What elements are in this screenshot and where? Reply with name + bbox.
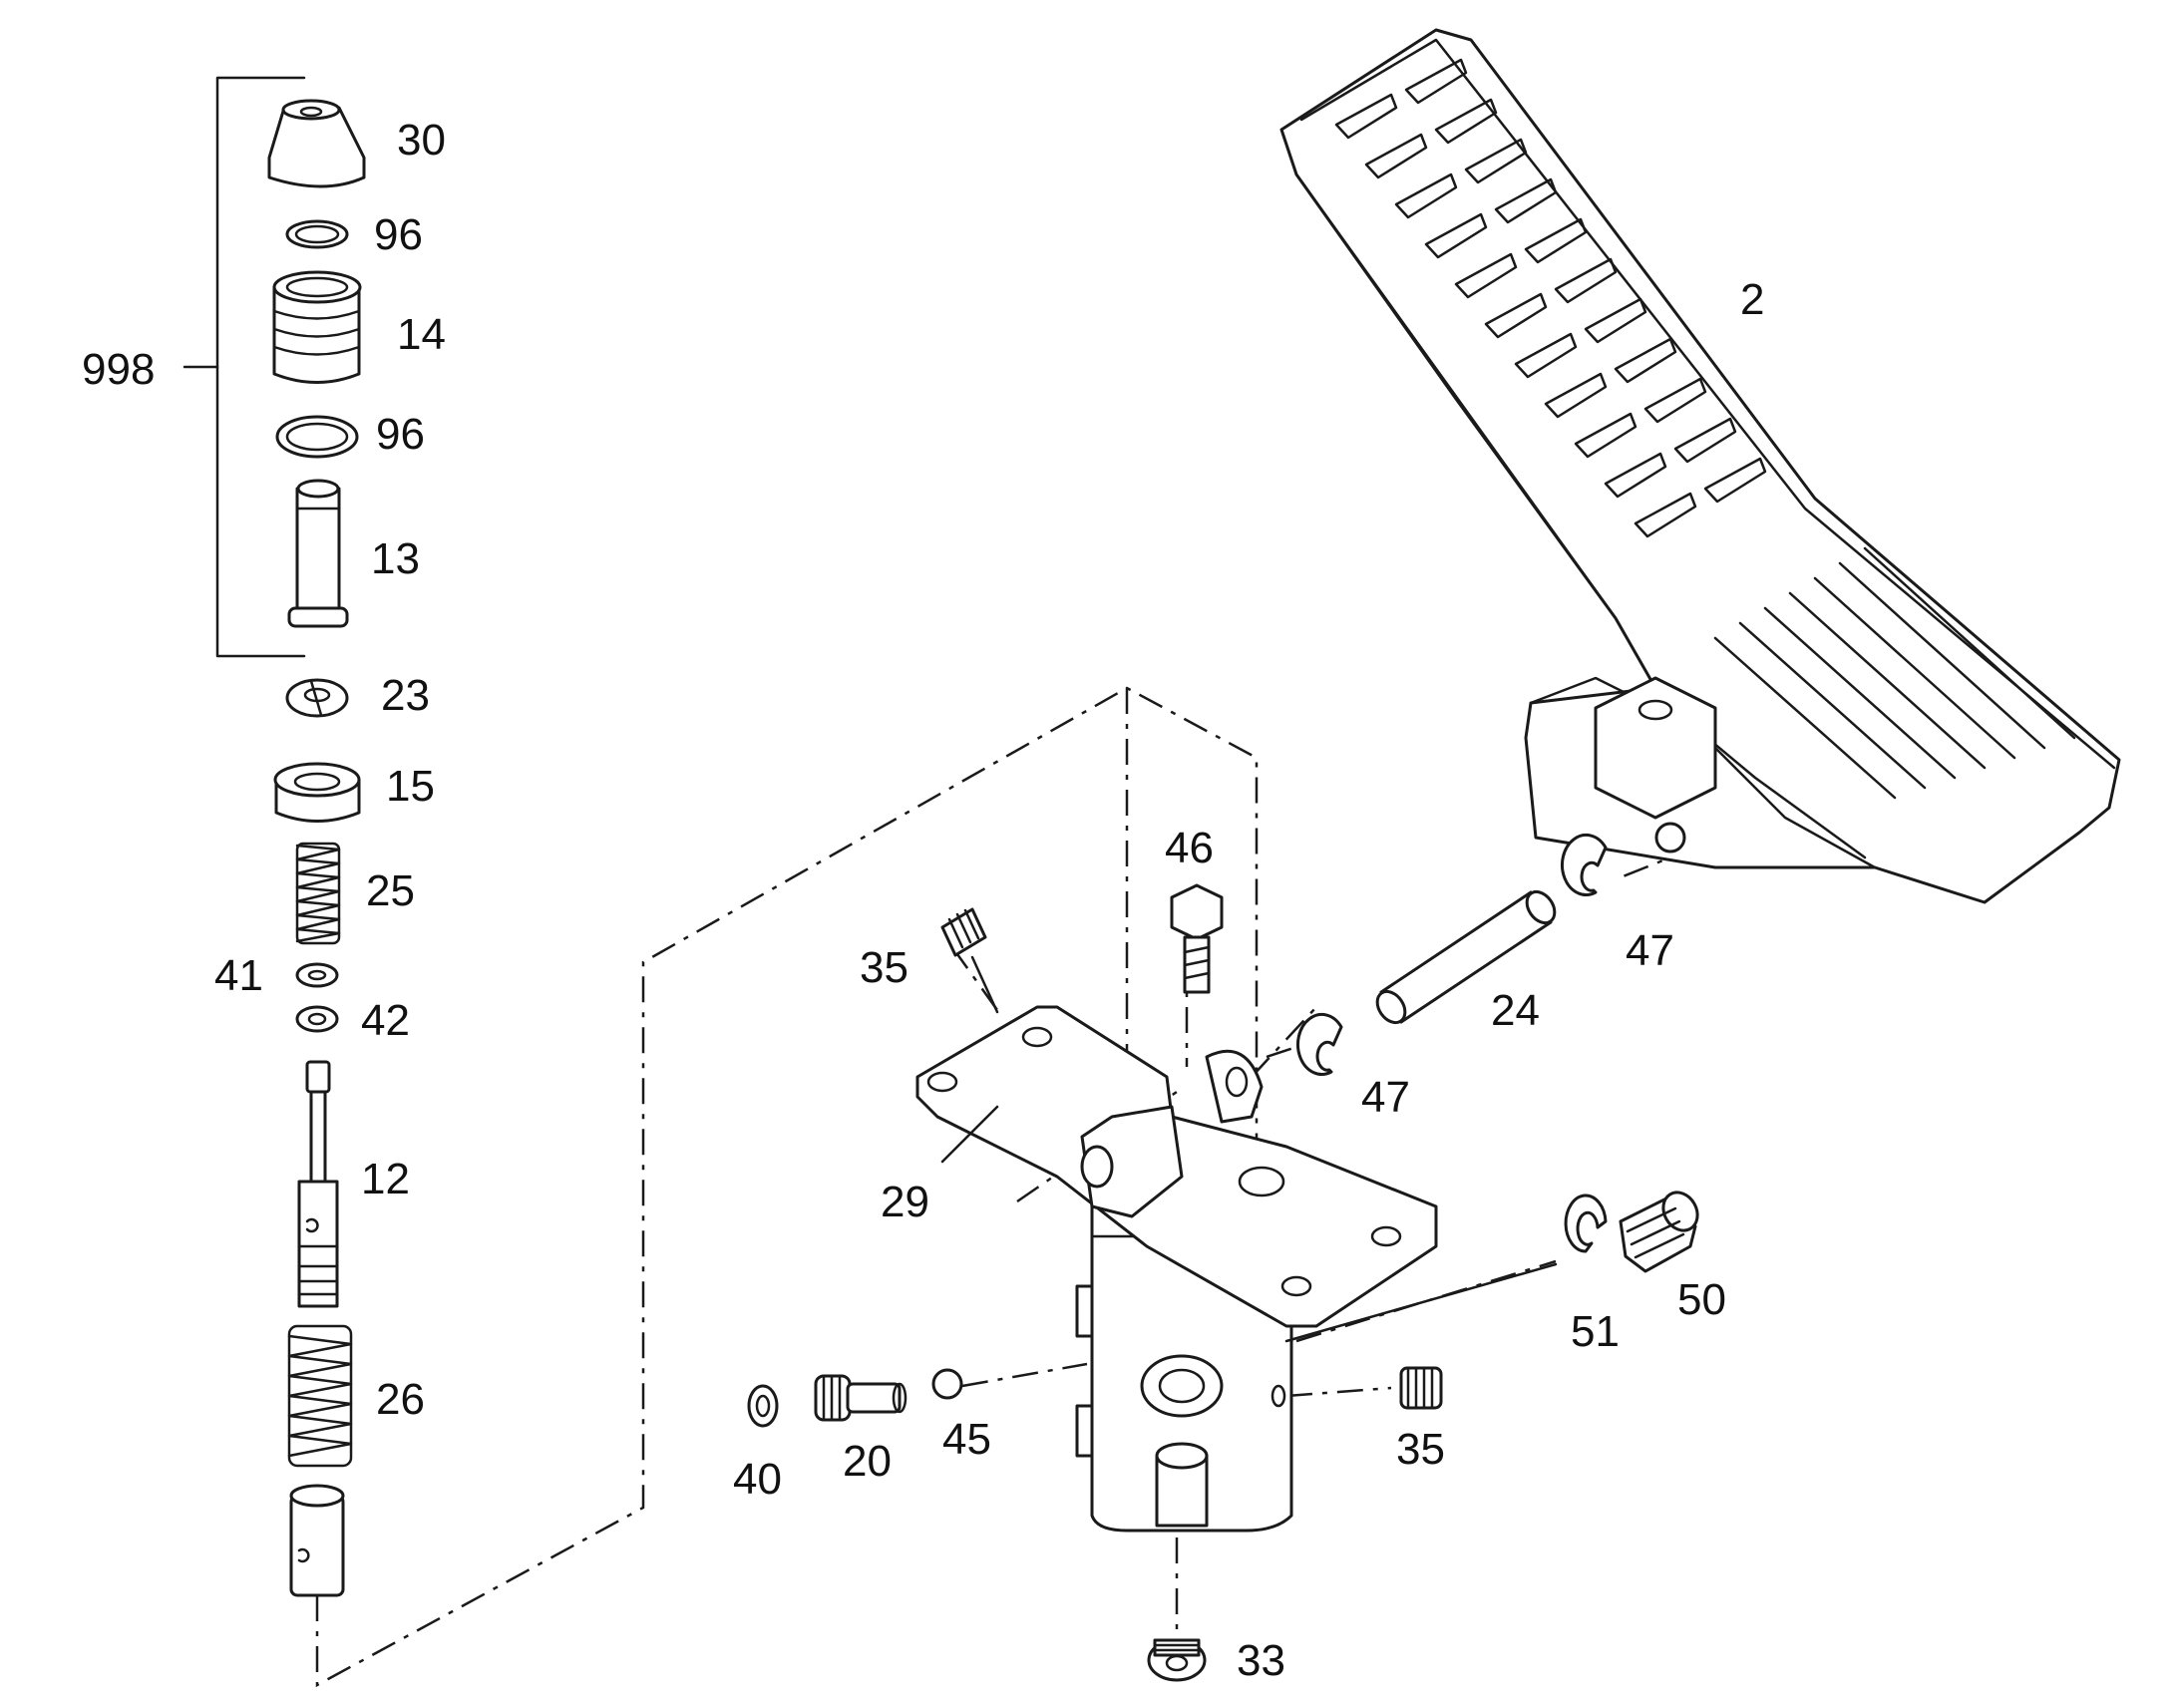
- label-41: 41: [214, 951, 263, 1000]
- label-47-left: 47: [1361, 1073, 1410, 1122]
- part-47-e-clip-left: [1295, 1012, 1343, 1076]
- part-labels: 998 30 96 14 96 13 23 15 25 41 42 12 26 …: [82, 116, 1764, 1685]
- part-12-valve-stem: [297, 1060, 339, 1308]
- part-96-o-ring-lower: [275, 415, 359, 459]
- part-15-spring-seat: [273, 762, 361, 823]
- label-35-right: 35: [1396, 1425, 1445, 1474]
- part-50-plug: [1619, 1191, 1699, 1273]
- part-35-setscrew-upper: [940, 907, 987, 957]
- label-20: 20: [843, 1437, 892, 1486]
- label-46: 46: [1165, 824, 1214, 872]
- part-40-washer: [747, 1384, 779, 1428]
- part-30-cap: [267, 99, 366, 188]
- label-26: 26: [376, 1375, 425, 1424]
- label-42: 42: [361, 996, 410, 1045]
- label-12: 12: [361, 1155, 410, 1203]
- label-96-lower: 96: [376, 410, 425, 459]
- label-2: 2: [1740, 275, 1764, 324]
- label-30: 30: [397, 116, 446, 165]
- label-13: 13: [371, 534, 420, 583]
- label-29: 29: [881, 1178, 929, 1226]
- part-51-retaining-ring: [1564, 1194, 1608, 1253]
- label-998: 998: [82, 345, 155, 394]
- part-96-o-ring-upper: [285, 219, 349, 249]
- part-20-plug: [814, 1374, 908, 1422]
- part-14-bushing: [272, 270, 362, 384]
- kit-998-bracket: [182, 76, 306, 658]
- part-46-bolt: [1170, 883, 1224, 994]
- label-23: 23: [381, 671, 430, 720]
- label-47-right: 47: [1626, 926, 1674, 975]
- part-26-spring-large: [287, 1324, 353, 1468]
- label-40: 40: [733, 1455, 782, 1504]
- part-25-spring-small: [295, 842, 341, 945]
- part-42-nut: [295, 1005, 339, 1033]
- part-2-pedal: [1279, 28, 2121, 904]
- label-45: 45: [942, 1415, 991, 1464]
- part-13-plunger: [287, 479, 349, 628]
- part-sleeve: [289, 1484, 345, 1597]
- label-25: 25: [366, 866, 415, 915]
- label-50: 50: [1677, 1275, 1726, 1324]
- assembly-centerlines: [315, 686, 1696, 1688]
- part-41-washer: [295, 962, 339, 988]
- label-51: 51: [1571, 1307, 1620, 1356]
- label-33: 33: [1237, 1636, 1285, 1685]
- part-35-setscrew-right: [1399, 1366, 1443, 1410]
- part-47-e-clip-right: [1560, 833, 1608, 896]
- part-29-valve-body: [915, 1005, 1438, 1533]
- part-23-split-washer: [285, 678, 349, 718]
- leader-lines: [940, 955, 1558, 1343]
- label-24: 24: [1491, 986, 1540, 1035]
- part-24-pivot-pin: [1375, 889, 1557, 1025]
- part-33-plug: [1147, 1638, 1207, 1682]
- label-14: 14: [397, 310, 446, 359]
- label-96-upper: 96: [374, 210, 423, 259]
- label-15: 15: [386, 762, 435, 811]
- part-45-ball: [931, 1368, 963, 1400]
- label-35-upper: 35: [860, 943, 908, 992]
